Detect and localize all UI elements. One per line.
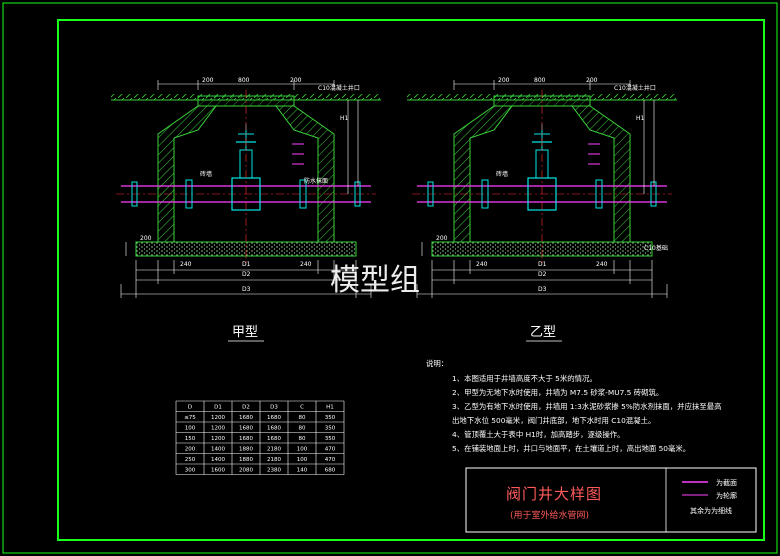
note-line: 4、管顶覆土大于表中 H1时，加高踏步，逐级操作。 xyxy=(452,430,625,439)
dim-base-side-a-left: 240 xyxy=(180,261,192,268)
table-cell: 200 xyxy=(185,447,196,453)
dim-base-h-a: 200 xyxy=(140,235,152,242)
table-cell: 150 xyxy=(185,436,196,442)
label-base-b: C10基础 xyxy=(644,244,668,252)
table-cell: 80 xyxy=(299,436,306,442)
drawing-subtitle: (用于室外给水管网) xyxy=(510,509,589,521)
note-line: 出地下水位 500毫米，阀门井底部，地下水时用 C10混凝土。 xyxy=(452,416,655,425)
table-cell: 350 xyxy=(325,426,336,432)
dim-base-side-b-right: 240 xyxy=(596,261,608,268)
dim-d1-b: D1 xyxy=(538,261,547,268)
table-cell: 2380 xyxy=(267,468,281,474)
dim-d2-a: D2 xyxy=(242,271,251,278)
label-manhole-b: C10混凝土井口 xyxy=(614,84,656,92)
view-b-caption: 乙型 xyxy=(530,325,556,340)
table-cell: 2180 xyxy=(267,447,281,453)
label-wall-b: 砖墙 xyxy=(496,170,508,178)
dim-h1-b: H1 xyxy=(636,115,645,122)
label-wall-a: 砖墙 xyxy=(200,170,212,178)
table-cell: 1680 xyxy=(239,436,253,442)
table-cell: 2080 xyxy=(239,468,253,474)
dim-base-h-b: 200 xyxy=(436,235,448,242)
label-plaster-a: 防水抹面 xyxy=(304,177,328,185)
table-cell: 100 xyxy=(297,457,308,463)
legend-label-outline: 为轮廓 xyxy=(716,491,737,500)
dim-wall-a-left: 200 xyxy=(202,77,214,84)
table-cell: 300 xyxy=(185,468,196,474)
dim-wall-b-left: 200 xyxy=(498,77,510,84)
table-cell: 1680 xyxy=(239,415,253,421)
size-table: D D1 D2 D3 C H1 ≤75 1200 1680 1680 80 350 100 1200 168… xyxy=(175,400,345,475)
table-cell: 350 xyxy=(325,415,336,421)
drawing-title: 阀门井大样图 xyxy=(506,485,602,503)
view-a-caption: 甲型 xyxy=(232,325,258,340)
table-cell: 1400 xyxy=(211,447,225,453)
table-cell: 1680 xyxy=(267,415,281,421)
table-cell: 1680 xyxy=(267,436,281,442)
table-cell: 1880 xyxy=(239,447,253,453)
legend: 为截面 为轮廓 其余为为细线 xyxy=(682,478,737,515)
table-cell: ≤75 xyxy=(184,415,196,421)
table-cell: 140 xyxy=(297,468,308,474)
table-cell: 680 xyxy=(325,468,336,474)
table-cell: 2180 xyxy=(267,457,281,463)
notes-heading: 说明： xyxy=(426,359,448,368)
dim-base-side-a-right: 240 xyxy=(300,261,312,268)
table-cell: 1200 xyxy=(211,426,225,432)
table-header-cell: D xyxy=(188,405,192,411)
table-cell: 1600 xyxy=(211,468,225,474)
dim-h1-a: H1 xyxy=(340,115,349,122)
note-line: 2、甲型为无地下水时使用，井墙为 M7.5 砂浆-MU7.5 砖砌筑。 xyxy=(452,388,663,397)
dim-d2-b: D2 xyxy=(538,271,547,278)
dim-d3-a: D3 xyxy=(242,286,251,293)
table-cell: 100 xyxy=(297,447,308,453)
table-cell: 1400 xyxy=(211,457,225,463)
table-cell: 470 xyxy=(325,457,336,463)
table-cell: 470 xyxy=(325,447,336,453)
table-header-cell: D1 xyxy=(214,405,222,411)
table-cell: 80 xyxy=(299,415,306,421)
inner-frame xyxy=(57,19,765,541)
table-cell: 80 xyxy=(299,426,306,432)
note-line: 5、在铺装地面上时，井口与地面平，在土壤道上时，高出地面 50毫米。 xyxy=(452,444,690,453)
table-cell: 1680 xyxy=(239,426,253,432)
watermark-text: 模型组 xyxy=(330,263,420,298)
dim-opening-a: 800 xyxy=(238,77,250,84)
table-cell: 1880 xyxy=(239,457,253,463)
table-cell: 350 xyxy=(325,436,336,442)
dim-d1-a: D1 xyxy=(242,261,251,268)
dim-opening-b: 800 xyxy=(534,77,546,84)
dim-wall-a-right: 200 xyxy=(290,77,302,84)
label-manhole-a: C10混凝土井口 xyxy=(318,84,360,92)
table-header-cell: D3 xyxy=(270,405,278,411)
table-cell: 250 xyxy=(185,457,196,463)
note-line: 3、乙型为有地下水时使用，井墙用 1:3水泥砂浆掺 5%防水剂抹面，并应抹至最高 xyxy=(452,402,722,411)
table-header-cell: D2 xyxy=(242,405,250,411)
dim-wall-b-right: 200 xyxy=(586,77,598,84)
notes-block: 说明： 1、本图适用于井墙高度不大于 5米的情况。 2、甲型为无地下水时使用，井… xyxy=(426,359,722,453)
dim-base-side-b-left: 240 xyxy=(476,261,488,268)
dim-d3-b: D3 xyxy=(538,286,547,293)
legend-label-section: 为截面 xyxy=(716,478,737,487)
table-cell: 100 xyxy=(185,426,196,432)
table-header-cell: H1 xyxy=(326,405,334,411)
table-header-cell: C xyxy=(300,405,304,411)
table-cell: 1680 xyxy=(267,426,281,432)
note-line: 1、本图适用于井墙高度不大于 5米的情况。 xyxy=(452,374,597,383)
table-cell: 1200 xyxy=(211,436,225,442)
legend-label-thin: 其余为为细线 xyxy=(690,506,732,515)
table-cell: 1200 xyxy=(211,415,225,421)
title-block xyxy=(465,467,757,533)
